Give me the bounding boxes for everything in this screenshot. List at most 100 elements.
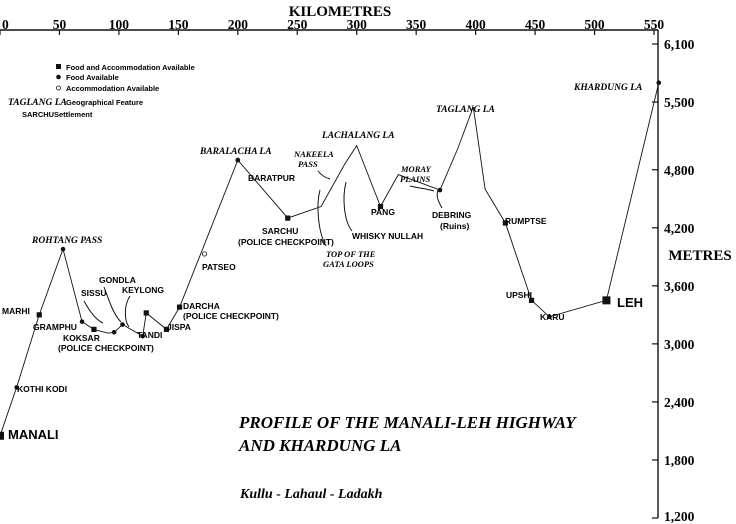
label-baralacha-la: BARALACHA LA [199,147,272,157]
marker-karu [547,314,552,320]
label-gondla: GONDLA [99,275,136,285]
label-baratpur: BARATPUR [248,173,295,183]
marker-rumptse [502,220,508,226]
label-patseo: PATSEO [202,262,236,272]
label-karu: KARU [540,312,565,322]
marker-gondla [120,322,125,327]
label-koksar-note: (POLICE CHECKPOINT) [58,343,154,353]
label-moray-1: MORAY [400,164,432,174]
label-taglang-la: TAGLANG LA [436,105,495,115]
label-sarchu: SARCHU [262,226,298,236]
legend-feature-example: TAGLANG LA [8,98,67,108]
settlement-markers [0,80,662,440]
label-jispa: JISPA [167,322,191,332]
x-tick-label: 450 [525,17,546,32]
y-tick-label: 3,600 [664,279,695,294]
label-nakeela-2: PASS [298,159,318,169]
x-tick-label: 300 [347,17,368,32]
x-tick-label: 400 [466,17,487,32]
marker-upshi [528,297,535,303]
marker-baratpur [235,157,241,163]
label-lachalang-la: LACHALANG LA [321,131,395,141]
y-tick-label: 1,800 [664,453,695,468]
legend-food-accom: Food and Accommodation Available [66,63,195,72]
marker-debring [437,187,443,193]
marker-tandi [140,333,145,339]
legend-accom-marker [56,85,61,91]
label-rumptse: RUMPTSE [505,216,547,226]
marker-manali [0,431,4,440]
label-keylong: KEYLONG [122,285,164,295]
legend-accom: Accommodation Available [66,84,159,93]
x-tick-label: 250 [287,17,308,32]
label-darcha-note: (POLICE CHECKPOINT) [183,311,279,321]
label-marhi: MARHI [2,306,30,316]
marker-keylong [143,310,149,316]
leader-sissu [83,300,104,324]
marker-koksar [91,326,97,332]
label-sissu: SISSU [81,288,107,298]
label-manali: MANALI [8,427,59,442]
label-whisky-nullah: WHISKY NULLAH [352,231,423,241]
marker-rohtang-pass [60,246,66,252]
x-tick-label: 350 [406,17,427,32]
legend-settlement-desc: Settlement [54,110,93,119]
y-tick-label: 4,800 [664,163,695,178]
label-moray-2: PLAINS [400,174,431,184]
y-tick-label: 6,100 [664,37,695,52]
legend-feature-desc: Geographical Feature [66,98,143,107]
legend-settlement-example: SARCHU [22,110,54,119]
label-koksar: KOKSAR [63,333,100,343]
label-debring: DEBRING [432,210,472,220]
x-tick-label: 100 [109,17,130,32]
legend-food-marker [56,74,61,80]
label-top-gata-2: GATA LOOPS [323,259,374,269]
y-axis-ticks: 6,100 5,500 4,800 4,200 3,600 3,000 2,400 1,800… [652,37,695,524]
marker-sarchu [285,215,291,221]
chart-subtitle: Kullu - Lahaul - Ladakh [239,487,383,502]
label-debring-note: (Ruins) [440,221,469,231]
y-axis-title: METRES [668,248,731,264]
marker-gramphu [79,319,85,324]
marker-leh [602,296,611,305]
marker-sissu [111,329,117,335]
legend-food-accom-marker [56,64,61,69]
x-tick-label: 200 [228,17,249,32]
marker-marhi [36,312,42,318]
y-tick-label: 5,500 [664,95,695,110]
marker-kothi-kodi [14,385,19,390]
chart-title-line2: AND KHARDUNG LA [238,436,401,455]
marker-khardung-la [656,80,662,85]
leader-lines [83,170,443,328]
x-tick-label: 0 [2,17,9,32]
marker-patseo [201,251,208,257]
label-khardung-la: KHARDUNG LA [573,83,642,93]
chart-title: PROFILE OF THE MANALI-LEH HIGHWAY [238,413,577,432]
y-tick-label: 2,400 [664,395,695,410]
legend-food: Food Available [66,73,119,82]
leader-whisky [343,181,353,232]
label-sarchu-note: (POLICE CHECKPOINT) [238,237,334,247]
legend: Food and Accommodation Available Food Av… [8,63,195,119]
leader-gondla [103,286,122,323]
leader-top-gata [317,189,327,247]
y-tick-label: 3,000 [664,337,695,352]
marker-darcha [176,304,183,310]
y-tick-label: 4,200 [664,221,695,236]
label-nakeela-1: NAKEELA [293,149,334,159]
label-rohtang-pass: ROHTANG PASS [31,236,102,246]
label-top-gata-1: TOP OF THE [326,249,376,259]
leader-keylong [124,295,131,328]
label-tandi: TANDI [137,330,162,340]
label-kothi-kodi: KOTHI KODI [17,384,67,394]
x-tick-label: 500 [584,17,605,32]
leader-nakeela [317,170,331,180]
x-axis-title: KILOMETRES [289,4,392,20]
label-darcha: DARCHA [183,301,220,311]
label-gramphu: GRAMPHU [33,322,77,332]
leader-moray [409,185,435,192]
x-tick-label: 150 [168,17,189,32]
label-leh: LEH [617,295,643,310]
